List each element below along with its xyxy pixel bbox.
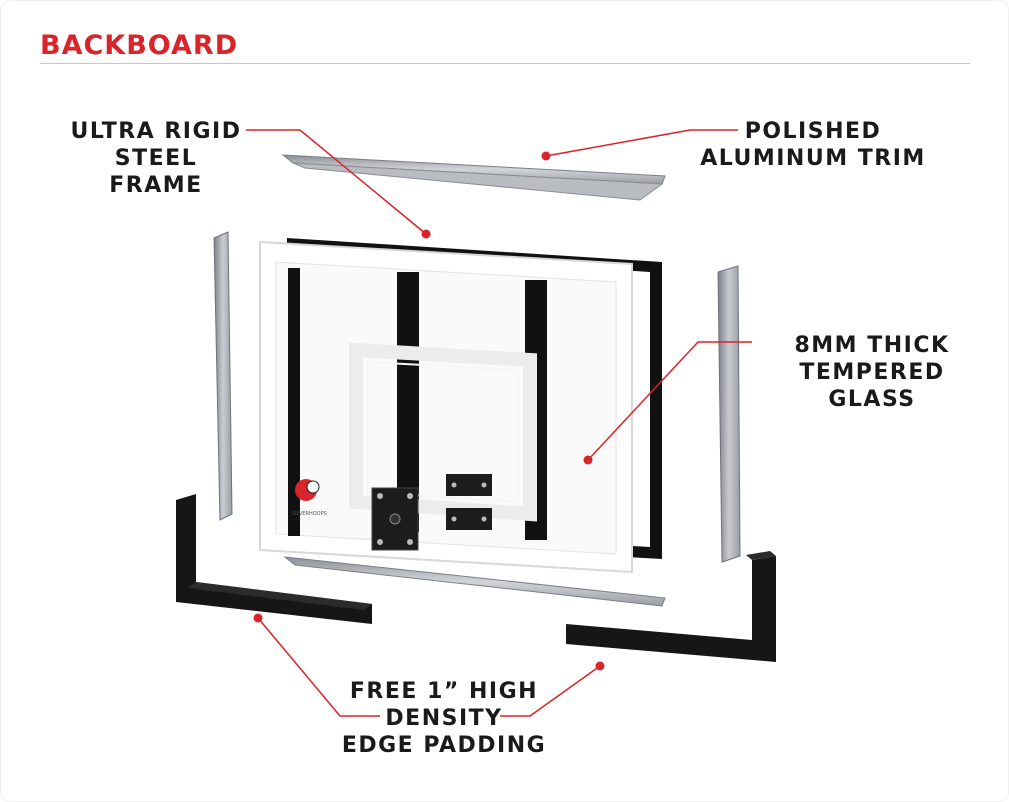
- leader-lines: [246, 129, 752, 717]
- callout-aluminum-trim-line2: ALUMINUM TRIM: [700, 146, 926, 171]
- callout-edge-padding-line3: EDGE PADDING: [341, 733, 547, 758]
- right-edge-padding: [566, 551, 776, 662]
- left-aluminum-trim: [213, 231, 233, 521]
- bottom-aluminum-trim: [283, 556, 666, 607]
- mounting-plate: [371, 474, 492, 551]
- callout-aluminum-trim-line1: POLISHED: [744, 119, 882, 144]
- callout-glass: 8MM THICK TEMPERED GLASS: [752, 332, 992, 413]
- left-edge-padding: [176, 494, 372, 624]
- brand-logo: SILVERHOOPS: [292, 479, 327, 517]
- callout-aluminum-trim: POLISHED ALUMINUM TRIM: [700, 118, 926, 172]
- callout-glass-line2: TEMPERED GLASS: [799, 360, 945, 412]
- logo-text: SILVERHOOPS: [292, 511, 327, 517]
- callout-edge-padding: FREE 1” HIGH DENSITY EDGE PADDING: [336, 678, 552, 759]
- leader-dots: [253, 151, 605, 671]
- right-aluminum-trim: [717, 265, 741, 563]
- top-aluminum-trim: [281, 154, 666, 201]
- page-title: BACKBOARD: [40, 30, 239, 61]
- callout-steel-frame-line2: STEEL FRAME: [109, 146, 203, 198]
- callout-glass-line1: 8MM THICK: [794, 333, 950, 358]
- callout-steel-frame-line1: ULTRA RIGID: [70, 119, 242, 144]
- callout-edge-padding-line1: FREE 1” HIGH: [349, 679, 539, 704]
- callout-edge-padding-line2: DENSITY: [385, 706, 503, 731]
- callout-steel-frame: ULTRA RIGID STEEL FRAME: [68, 118, 244, 199]
- tempered-glass-panel: [259, 240, 633, 574]
- title-divider: [40, 63, 970, 64]
